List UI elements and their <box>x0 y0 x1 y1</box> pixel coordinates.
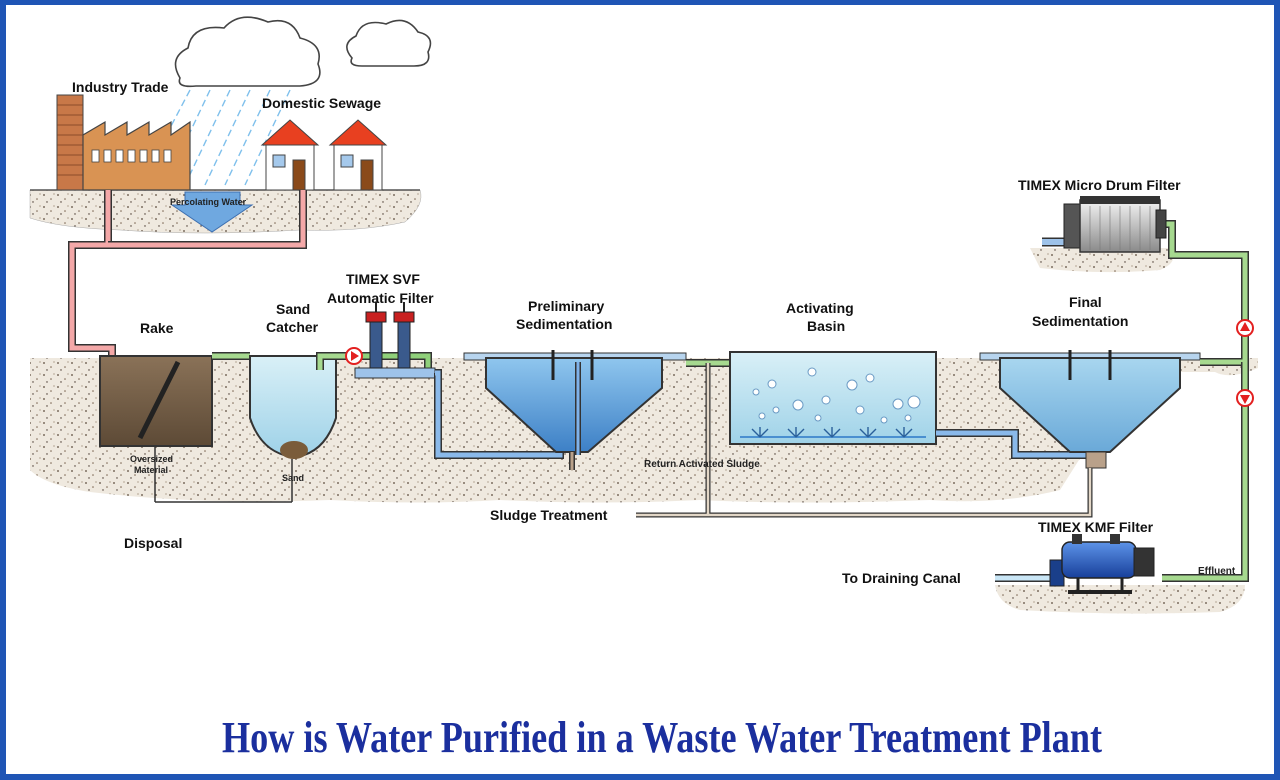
oversized-label: Oversized <box>130 454 173 464</box>
preliminary-sedimentation-tank <box>463 350 687 470</box>
house-icon <box>328 119 388 191</box>
pump-icon <box>1236 319 1254 337</box>
sludge-treatment-label: Sludge Treatment <box>490 507 608 523</box>
final-label: Final <box>1069 294 1102 310</box>
percolating-arrow-icon <box>170 191 254 233</box>
effluent-label: Effluent <box>1198 566 1236 577</box>
svf-label: Automatic Filter <box>327 290 434 306</box>
preliminary-label: Sedimentation <box>516 316 612 332</box>
activating-basin-tank <box>729 351 937 445</box>
pump-icon <box>1236 389 1254 407</box>
sand-catcher-tank <box>249 355 337 502</box>
inlet-pipe <box>68 190 307 355</box>
domestic-sewage-label: Domestic Sewage <box>262 95 381 111</box>
sand-label: Sand <box>282 473 304 483</box>
rain-clouds <box>139 16 432 186</box>
sand-catcher-label: Catcher <box>266 319 319 335</box>
final-sedimentation-tank <box>979 350 1201 469</box>
disposal-label: Disposal <box>124 535 182 551</box>
house-icon <box>260 119 320 191</box>
final-label: Sedimentation <box>1032 313 1128 329</box>
return-sludge-label: Return Activated Sludge <box>644 459 760 470</box>
svf-filter-unit <box>354 302 436 379</box>
svf-label: TIMEX SVF <box>346 271 420 287</box>
activating-label: Basin <box>807 318 845 334</box>
sand-catcher-label: Sand <box>276 301 310 317</box>
industry-trade-label: Industry Trade <box>72 79 169 95</box>
preliminary-label: Preliminary <box>528 298 604 314</box>
activating-label: Activating <box>786 300 854 316</box>
kmf-label: TIMEX KMF Filter <box>1038 519 1154 535</box>
pump-icon <box>345 347 363 365</box>
effluent-pipe <box>1162 220 1249 582</box>
rake-label: Rake <box>140 320 174 336</box>
factory-icon <box>56 94 191 191</box>
rake-tank <box>99 355 292 503</box>
diagram-title: How is Water Purified in a Waste Water T… <box>222 713 1102 762</box>
oversized-label: Material <box>134 465 168 475</box>
micro-drum-filter-unit <box>1042 196 1167 253</box>
draining-canal-label: To Draining Canal <box>842 570 961 586</box>
micro-drum-label: TIMEX Micro Drum Filter <box>1018 177 1181 193</box>
kmf-filter-unit <box>995 534 1155 594</box>
percolating-water-label: Percolating Water <box>170 197 247 207</box>
